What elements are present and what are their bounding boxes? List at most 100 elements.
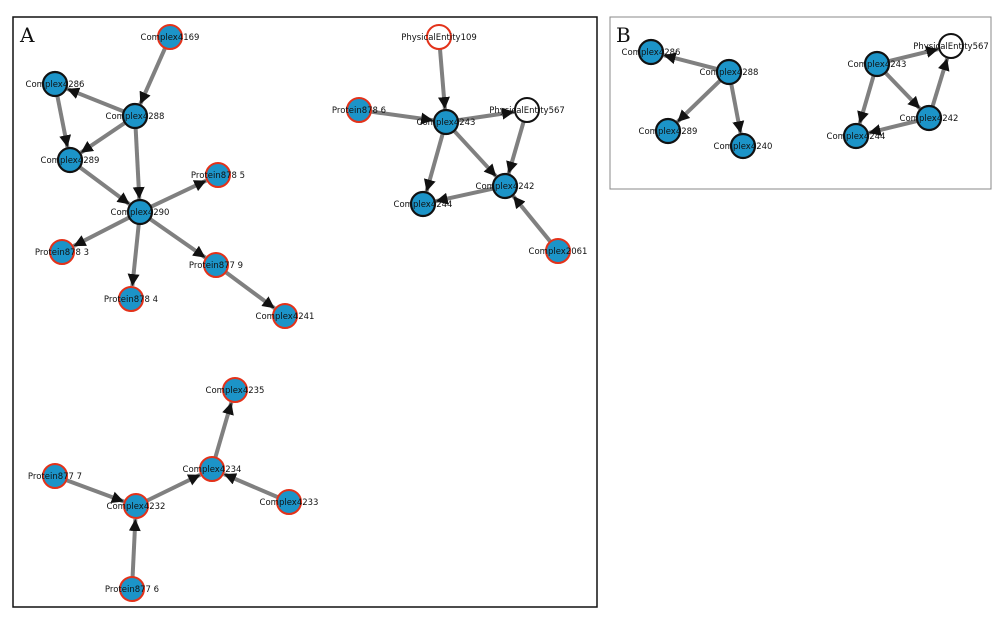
- b-node-circle-b4286: [637, 38, 665, 66]
- a-node-label-c4241: Complex4241: [256, 312, 315, 322]
- panel-b-frame: [609, 16, 992, 190]
- a-node-c2061: Complex2061: [529, 238, 588, 264]
- b-node-label-b4243: Complex4243: [848, 60, 907, 70]
- b-node-b567: PhysicalEntity567: [913, 33, 989, 59]
- a-node-p8783: Protein878 3: [35, 239, 89, 265]
- b-node-b4288: Complex4288: [700, 58, 759, 86]
- a-node-label-p8779: Protein877 9: [189, 261, 243, 271]
- b-node-circle-b4289: [654, 117, 682, 145]
- a-node-circle-p8785: [205, 162, 231, 188]
- a-node-c4288: Complex4288: [106, 102, 165, 130]
- panel-a: A Complex4169Complex4286Complex4288Compl…: [12, 16, 598, 608]
- a-node-label-c4233: Complex4233: [260, 498, 319, 508]
- a-node-p8776: Protein877 6: [105, 576, 159, 602]
- a-node-circle-c4241: [272, 303, 298, 329]
- b-node-label-b4288: Complex4288: [700, 68, 759, 78]
- a-node-pe109: PhysicalEntity109: [401, 24, 477, 50]
- b-node-b4289: Complex4289: [639, 117, 698, 145]
- b-node-label-b4286: Complex4286: [622, 48, 681, 58]
- b-node-label-b4289: Complex4289: [639, 127, 698, 137]
- a-edge-pe109-to-c4243: [437, 48, 450, 110]
- a-node-circle-pe109: [426, 24, 452, 50]
- a-edge-c4290-to-p8785: [149, 178, 208, 209]
- a-node-label-p8784: Protein878 4: [104, 295, 158, 305]
- a-node-c4169: Complex4169: [141, 24, 200, 50]
- a-node-circle-c4286: [41, 70, 69, 98]
- a-node-label-c4289: Complex4289: [41, 156, 100, 166]
- panel-a-frame: [12, 16, 598, 608]
- b-node-circle-b4243: [863, 50, 891, 78]
- a-edge-c4243-to-c4244: [423, 133, 445, 193]
- a-node-label-pe567: PhysicalEntity567: [489, 106, 565, 116]
- a-edge-p8777-to-c4232: [65, 478, 125, 504]
- a-edge-pe567-to-c4242: [506, 120, 526, 175]
- a-node-circle-c4242: [491, 172, 519, 200]
- panel-b: B Complex4286Complex4288Complex4289Compl…: [609, 16, 992, 190]
- panel-b-letter: B: [616, 23, 631, 47]
- a-node-p8785: Protein878 5: [191, 162, 245, 188]
- panel-a-letter: A: [19, 23, 35, 47]
- a-edge-c2061-to-c4242: [511, 194, 552, 243]
- a-node-circle-c4235: [222, 377, 248, 403]
- a-node-label-c4232: Complex4232: [107, 502, 166, 512]
- a-edge-c4290-to-p8783: [72, 215, 131, 248]
- a-edge-c4288-to-c4286: [66, 86, 125, 114]
- a-node-circle-c4289: [56, 146, 84, 174]
- a-node-circle-p8777: [42, 463, 68, 489]
- a-node-label-c2061: Complex2061: [529, 247, 588, 257]
- a-node-p8779: Protein877 9: [189, 252, 243, 278]
- a-node-pe567: PhysicalEntity567: [489, 97, 565, 123]
- panel-b-nodes: Complex4286Complex4288Complex4289Complex…: [622, 33, 989, 160]
- a-node-circle-c4243: [432, 108, 460, 136]
- a-node-p8784: Protein878 4: [104, 286, 158, 312]
- a-node-circle-c4288: [121, 102, 149, 130]
- b-node-label-b567: PhysicalEntity567: [913, 42, 989, 52]
- b-edge-b4288-to-b4240: [729, 83, 745, 134]
- a-edge-c4243-to-c4242: [452, 129, 498, 178]
- a-node-label-p8777: Protein877 7: [28, 472, 82, 482]
- a-node-c4242: Complex4242: [476, 172, 534, 200]
- a-edge-c4243-to-pe567: [457, 107, 515, 123]
- a-node-c4286: Complex4286: [26, 70, 84, 98]
- a-edge-c4289-to-c4290: [78, 165, 131, 206]
- b-edge-b4243-to-b4244: [857, 74, 876, 125]
- b-edge-b4242-to-b567: [930, 57, 950, 108]
- b-node-circle-b4244: [842, 122, 870, 150]
- a-node-c4290: Complex4290: [111, 198, 170, 226]
- b-node-b4286: Complex4286: [622, 38, 681, 66]
- panel-a-edges: [55, 47, 552, 578]
- a-edge-c4242-to-c4244: [435, 186, 494, 205]
- a-node-circle-p8784: [118, 286, 144, 312]
- b-node-circle-b4288: [715, 58, 743, 86]
- b-edge-b4288-to-b4286: [663, 52, 718, 71]
- a-node-c4241: Complex4241: [256, 303, 315, 329]
- a-edge-c4290-to-p8779: [148, 217, 207, 260]
- a-node-circle-c4244: [409, 190, 437, 218]
- a-edge-c4233-to-c4234: [223, 472, 279, 500]
- b-edge-b4243-to-b567: [888, 46, 939, 64]
- a-node-circle-p8779: [203, 252, 229, 278]
- a-node-circle-p8783: [49, 239, 75, 265]
- a-node-c4234: Complex4234: [183, 456, 242, 482]
- a-node-label-c4288: Complex4288: [106, 112, 165, 122]
- a-node-label-p8785: Protein878 5: [191, 171, 245, 181]
- panel-a-nodes: Complex4169Complex4286Complex4288Complex…: [26, 24, 588, 602]
- b-node-b4243: Complex4243: [848, 50, 907, 78]
- a-edge-c4169-to-c4288: [138, 47, 167, 105]
- a-node-label-pe109: PhysicalEntity109: [401, 33, 477, 43]
- a-node-circle-c2061: [545, 238, 571, 264]
- a-node-label-p8776: Protein877 6: [105, 585, 159, 595]
- a-node-label-c4169: Complex4169: [141, 33, 200, 43]
- a-edge-c4286-to-c4289: [55, 95, 72, 148]
- a-node-c4243: Complex4243: [417, 108, 475, 136]
- a-edge-c4288-to-c4289: [79, 121, 127, 155]
- b-edge-b4288-to-b4289: [675, 78, 722, 124]
- a-node-p8786: Protein878 6: [332, 97, 386, 123]
- a-node-p8777: Protein877 7: [28, 463, 82, 489]
- a-node-label-c4290: Complex4290: [111, 208, 170, 218]
- a-node-circle-c4169: [157, 24, 183, 50]
- a-node-label-c4234: Complex4234: [183, 465, 242, 475]
- a-node-label-c4235: Complex4235: [206, 386, 265, 396]
- b-node-label-b4244: Complex4244: [827, 132, 886, 142]
